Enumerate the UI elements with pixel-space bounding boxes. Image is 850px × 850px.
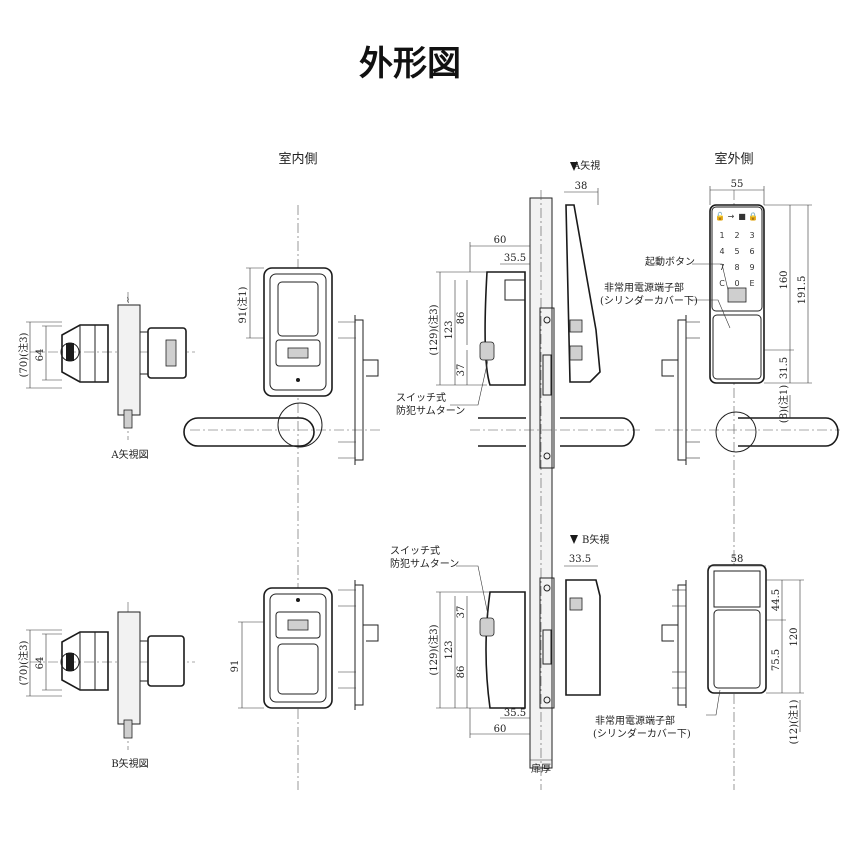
- svg-text:⌇: ⌇: [126, 296, 130, 305]
- outdoor-top-drawing: [655, 186, 840, 790]
- callout-thumbturn-bot-2: 防犯サムターン: [390, 557, 459, 570]
- dim-side-b-60: 60: [494, 724, 507, 735]
- dim-side-b-335: 33.5: [569, 554, 591, 565]
- outdoor-bottom-drawing: [661, 564, 804, 732]
- key-arrow-icon[interactable]: →: [728, 212, 735, 221]
- key-8[interactable]: 8: [734, 263, 739, 272]
- key-2[interactable]: 2: [734, 231, 739, 240]
- dim-side-b-37: 37: [456, 606, 467, 619]
- dim-side-b-355: 35.5: [504, 708, 526, 719]
- key-6[interactable]: 6: [749, 247, 754, 256]
- side-top-drawing: [436, 188, 640, 790]
- dim-out-55: 55: [731, 179, 744, 190]
- key-1[interactable]: 1: [719, 231, 724, 240]
- callout-power-bot-2: (シリンダーカバー下): [593, 727, 691, 740]
- dim-side-b-123: 123: [444, 640, 455, 659]
- dim-out-1915: 191.5: [797, 276, 808, 305]
- key-e[interactable]: E: [749, 279, 754, 288]
- key-7[interactable]: 7: [719, 263, 724, 272]
- dim-side-38: 38: [575, 181, 588, 192]
- dim-b-64: 64: [35, 657, 46, 670]
- indoor-bottom-drawing: [238, 580, 379, 710]
- dim-out-445: 44.5: [771, 589, 782, 611]
- b-view-drawing: [26, 602, 195, 750]
- dim-indoor-91-bottom: 91: [230, 660, 241, 673]
- dim-side-355: 35.5: [504, 253, 526, 264]
- dim-a-64: 64: [35, 349, 46, 362]
- a-view-arrow-icon: [570, 162, 578, 171]
- callout-power-top-2: (シリンダーカバー下): [600, 294, 698, 307]
- dim-side-86: 86: [456, 312, 467, 325]
- callout-power-top-1: 非常用電源端子部: [604, 281, 684, 294]
- dim-indoor-91-top: 91(注1): [236, 286, 249, 323]
- dim-out-160: 160: [779, 270, 790, 289]
- key-9[interactable]: 9: [749, 263, 754, 272]
- key-c[interactable]: C: [719, 279, 725, 288]
- keypad: 🔓 → ■ 🔒 1 2 3 4 5 6 7 8 9 C 0 E: [715, 211, 758, 288]
- a-view-label: A矢視: [572, 159, 600, 172]
- key-5[interactable]: 5: [734, 247, 739, 256]
- dim-side-37: 37: [456, 364, 467, 377]
- key-4[interactable]: 4: [719, 247, 724, 256]
- callout-start-button: 起動ボタン: [645, 255, 695, 268]
- dim-out-58: 58: [731, 554, 744, 565]
- dim-out-12: (12)(注1): [787, 700, 800, 745]
- callout-thumbturn-top-2: 防犯サムターン: [396, 404, 465, 417]
- indoor-heading: 室内側: [278, 151, 317, 167]
- dim-b-70: (70)(注3): [17, 641, 30, 686]
- callout-thumbturn-top-1: スイッチ式: [396, 391, 446, 404]
- dim-side-129: (129)(注3): [427, 304, 440, 355]
- dim-side-60: 60: [494, 235, 507, 246]
- key-0[interactable]: 0: [734, 279, 739, 288]
- callout-thumbturn-bot-1: スイッチ式: [390, 544, 440, 557]
- dim-a-70: (70)(注3): [17, 333, 30, 378]
- b-view-arrow-icon: [570, 535, 578, 544]
- key-stop-icon[interactable]: ■: [738, 212, 746, 221]
- key-lock-icon[interactable]: 🔒: [748, 212, 758, 221]
- dim-side-b-86: 86: [456, 666, 467, 679]
- dim-out-8: (8)(注1): [777, 385, 790, 423]
- dim-out-755: 75.5: [771, 649, 782, 671]
- callout-power-bot-1: 非常用電源端子部: [595, 714, 675, 727]
- key-3[interactable]: 3: [749, 231, 754, 240]
- door-thickness-label: 扉厚: [531, 762, 551, 775]
- b-view-label: B矢視: [582, 533, 609, 546]
- a-view-caption: A矢視図: [110, 448, 148, 461]
- dim-out-315: 31.5: [779, 357, 790, 379]
- indoor-top-drawing: [183, 205, 380, 790]
- b-view-caption: B矢視図: [111, 757, 148, 770]
- outdoor-heading: 室外側: [714, 151, 753, 167]
- page-title: 外形図: [359, 44, 461, 84]
- dim-side-b-129: (129)(注3): [427, 624, 440, 675]
- dim-out-120: 120: [789, 627, 800, 646]
- key-unlock-icon[interactable]: 🔓: [715, 211, 725, 221]
- a-view-drawing: ⌇: [26, 292, 195, 440]
- side-bottom-drawing: [436, 565, 601, 761]
- dim-side-123: 123: [444, 320, 455, 339]
